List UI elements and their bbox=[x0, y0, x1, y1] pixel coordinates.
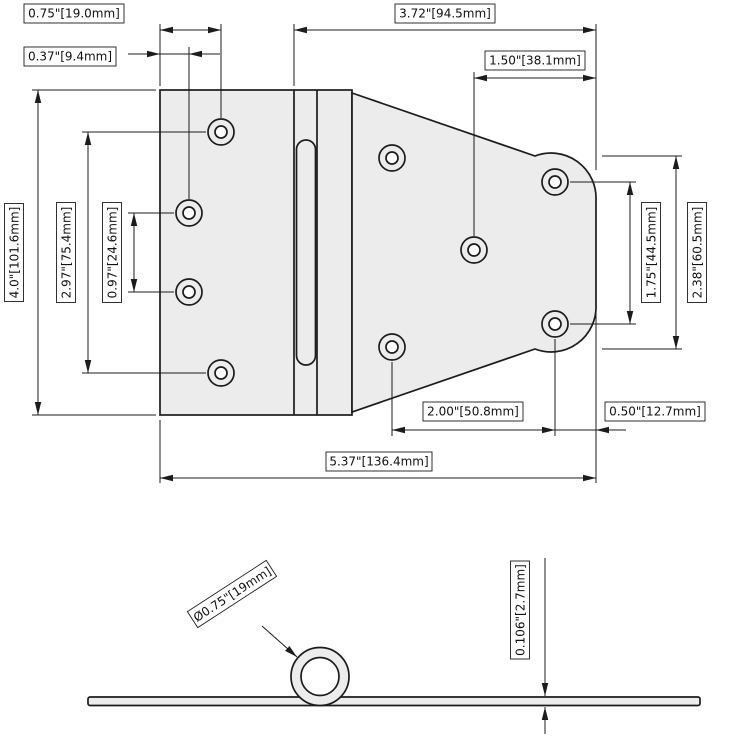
dim-strap-holes-vertical: 1.75"[44.5mm] bbox=[570, 181, 661, 325]
dim-label: 5.37"[136.4mm] bbox=[329, 455, 428, 469]
dim-label: 2.97"[75.4mm] bbox=[60, 207, 74, 299]
dim-strap-end-height: 2.38"[60.5mm] bbox=[602, 155, 707, 350]
hinge-side-profile bbox=[87, 696, 701, 707]
dim-label-box bbox=[325, 451, 433, 472]
dim-label: 3.72"[94.5mm] bbox=[399, 7, 491, 21]
screw-hole-bore bbox=[467, 243, 481, 257]
screw-holes bbox=[175, 118, 569, 387]
dim-label: 1.75"[44.5mm] bbox=[645, 207, 659, 299]
dim-knuckle-diameter: Ø0.75"[19mm] bbox=[186, 559, 298, 658]
dim-label-box bbox=[484, 50, 586, 71]
dim-label: 2.38"[60.5mm] bbox=[691, 207, 705, 299]
screw-hole-bore bbox=[385, 340, 399, 354]
dim-label-box bbox=[23, 46, 117, 67]
hinge-pin-barrel bbox=[295, 139, 317, 366]
dim-label: Ø0.75"[19mm] bbox=[191, 564, 274, 625]
dim-label: 2.00"[50.8mm] bbox=[427, 405, 519, 419]
knuckle-pin-bore bbox=[300, 656, 340, 697]
dim-label-box bbox=[604, 401, 706, 422]
screw-hole-bore bbox=[214, 366, 228, 380]
dim-tip-hole-offset: 1.50"[38.1mm] bbox=[473, 50, 596, 236]
dim-label: 4.0"[101.6mm] bbox=[8, 207, 22, 299]
screw-hole-bore bbox=[548, 175, 562, 189]
dim-label-box bbox=[102, 202, 122, 303]
dim-label-box bbox=[394, 3, 496, 24]
dim-strap-holes-horizontal: 2.00"[50.8mm] bbox=[391, 339, 556, 436]
dim-inner-holes-spacing: 0.97"[24.6mm] bbox=[102, 202, 174, 303]
dim-label-box bbox=[510, 560, 530, 660]
dim-label-box bbox=[4, 203, 24, 302]
side-view: Ø0.75"[19mm] 0.106"[2.7mm] bbox=[87, 558, 701, 734]
dim-outer-holes-spacing: 2.97"[75.4mm] bbox=[56, 131, 206, 374]
dim-label-box bbox=[641, 202, 661, 303]
dim-tip-hole-to-edge: 0.50"[12.7mm] bbox=[555, 312, 706, 483]
dim-hole-column-inner: 0.37"[9.4mm] bbox=[23, 46, 220, 199]
screw-hole-bore bbox=[182, 206, 196, 220]
dim-label: 0.75"[19.0mm] bbox=[28, 7, 120, 21]
dim-overall-height: 4.0"[101.6mm] bbox=[4, 89, 156, 416]
dim-hole-column-outer: 0.75"[19.0mm] bbox=[23, 3, 222, 118]
screw-hole-bore bbox=[182, 285, 196, 299]
dim-leaf-thickness: 0.106"[2.7mm] bbox=[510, 558, 549, 734]
screw-hole-bore bbox=[214, 125, 228, 139]
hinge-butt-leaf bbox=[159, 89, 353, 416]
screw-hole-bore bbox=[548, 317, 562, 331]
dim-label-box bbox=[186, 559, 278, 629]
dim-label-box bbox=[422, 401, 524, 422]
screw-hole-bore bbox=[385, 151, 399, 165]
dim-label-box bbox=[687, 202, 707, 303]
dim-strap-length: 3.72"[94.5mm] bbox=[293, 3, 597, 170]
dim-label-box bbox=[23, 3, 125, 24]
leader-line bbox=[261, 625, 298, 658]
dim-label: 1.50"[38.1mm] bbox=[489, 54, 581, 68]
top-view: 0.75"[19.0mm] 0.37"[9.4mm] 3.72"[94.5mm]… bbox=[4, 3, 707, 483]
dim-overall-length: 5.37"[136.4mm] bbox=[159, 420, 596, 483]
dim-label: 0.97"[24.6mm] bbox=[106, 207, 120, 299]
dim-label: 0.50"[12.7mm] bbox=[609, 405, 701, 419]
dim-label: 0.106"[2.7mm] bbox=[514, 564, 528, 656]
dim-label: 0.37"[9.4mm] bbox=[28, 50, 112, 64]
dim-label-box bbox=[56, 202, 76, 303]
